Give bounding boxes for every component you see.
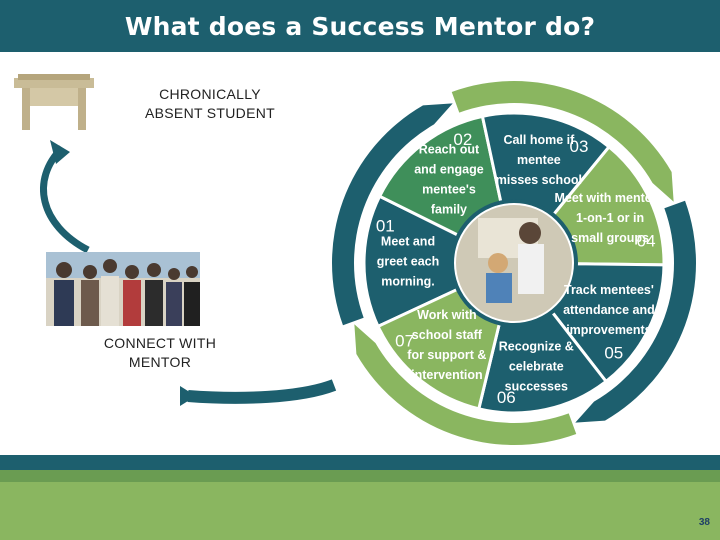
outer-ring xyxy=(332,81,696,445)
mentor-label-line-1: CONNECT WITH xyxy=(103,335,217,351)
step-03-line-1: Call home if xyxy=(503,133,575,147)
title-bar: What does a Success Mentor do? xyxy=(0,0,720,52)
ring-arrow-4 xyxy=(354,324,577,445)
step-03-line-2: mentee xyxy=(517,153,561,167)
mentor-label-line-2: MENTOR xyxy=(128,354,192,370)
student-label-line-2: ABSENT STUDENT xyxy=(145,105,275,121)
mentor-label: CONNECT WITH MENTOR xyxy=(80,334,240,372)
wheel-labels: Meet and greet each morning. 01 Reach out and… xyxy=(376,130,666,407)
step-04-line-2: 1-on-1 or in xyxy=(576,211,644,225)
arrow-head-right xyxy=(180,386,196,406)
step-07-line-3: for support & xyxy=(407,348,486,362)
step-06-line-3: successes xyxy=(505,380,568,394)
step-04-line-3: small groups xyxy=(571,231,649,245)
step-number-02: 02 xyxy=(453,130,472,149)
footer-band-dark xyxy=(0,455,720,470)
step-number-04: 04 xyxy=(637,232,656,251)
student-label-line-1: CHRONICALLY xyxy=(159,86,261,102)
page-title: What does a Success Mentor do? xyxy=(124,11,596,41)
step-number-03: 03 xyxy=(570,137,589,156)
step-07-line-1: Work with xyxy=(417,308,477,322)
student-label: CHRONICALLY ABSENT STUDENT xyxy=(120,85,300,123)
step-02-line-2: and engage xyxy=(414,162,484,176)
step-02-line-4: family xyxy=(431,202,467,216)
step-07-line-4: intervention xyxy=(411,368,483,382)
footer-band-mid xyxy=(0,470,720,482)
center-photo xyxy=(456,205,572,321)
arrow-photo-to-wheel xyxy=(187,379,337,404)
arrow-desk-to-photo xyxy=(39,145,90,254)
step-06-line-2: celebrate xyxy=(509,360,564,374)
step-06-line-1: Recognize & xyxy=(499,340,574,354)
step-02-line-3: mentee's xyxy=(422,182,476,196)
ring-arrow-1 xyxy=(332,103,453,326)
desk-icon xyxy=(14,74,94,130)
step-03-line-3: misses school xyxy=(496,173,582,187)
step-05-line-1: Track mentees' xyxy=(564,283,654,297)
step-number-06: 06 xyxy=(497,388,516,407)
page-number: 38 xyxy=(698,517,710,528)
step-07-line-2: school staff xyxy=(412,328,483,342)
step-number-07: 07 xyxy=(395,331,414,350)
mentor-cycle-wheel: Meet and greet each morning. 01 Reach out and… xyxy=(332,81,696,445)
step-01-line-3: morning. xyxy=(381,275,434,289)
connector-arrows xyxy=(39,140,337,406)
step-05-line-2: attendance and xyxy=(563,303,655,317)
group-photo xyxy=(46,252,200,326)
step-number-05: 05 xyxy=(604,343,623,362)
ring-arrow-2 xyxy=(451,81,674,202)
step-04-line-1: Meet with mentees xyxy=(554,191,665,205)
step-01-line-2: greet each xyxy=(377,255,440,269)
step-number-01: 01 xyxy=(376,217,395,236)
step-05-line-3: improvements xyxy=(566,323,651,337)
ring-arrow-3 xyxy=(575,200,696,423)
arrow-head-down xyxy=(50,140,70,164)
step-02-line-1: Reach out xyxy=(419,142,480,156)
step-01-line-1: Meet and xyxy=(381,235,435,249)
